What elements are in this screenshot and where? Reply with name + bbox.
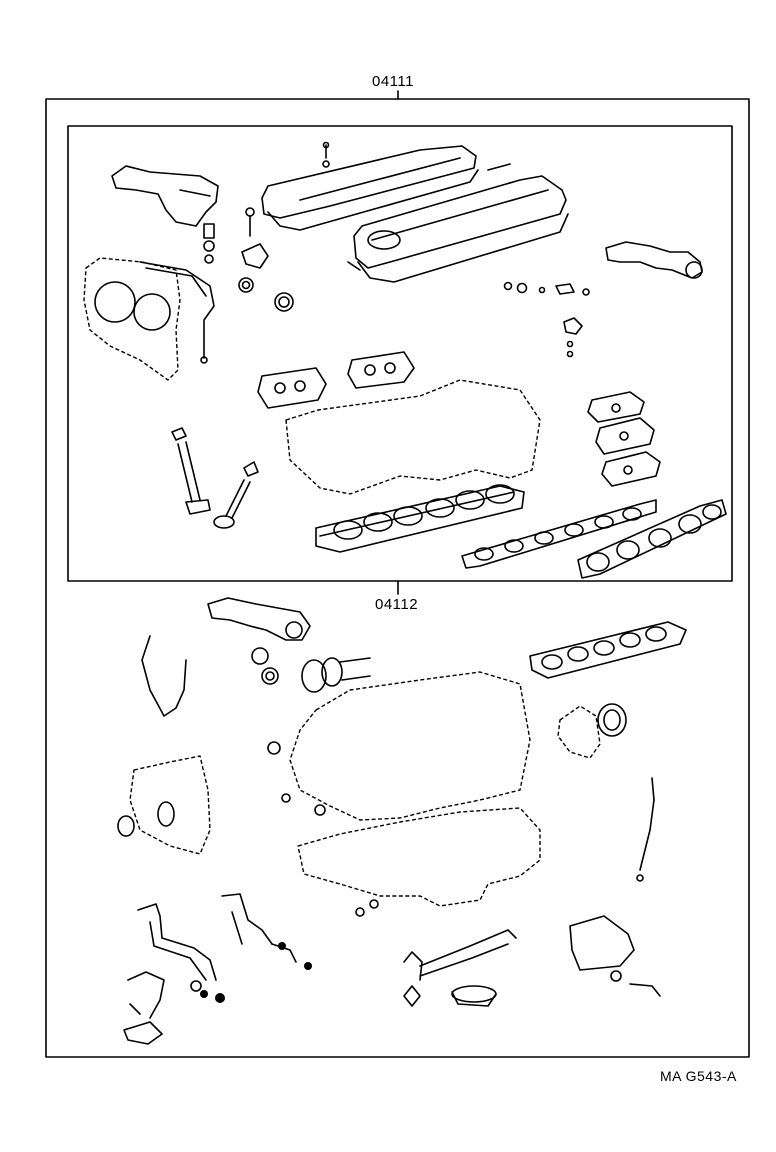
exhaust-gasket-e <box>601 451 661 487</box>
part-number-04111: 04111 <box>372 73 414 90</box>
cylinder-head-gasket <box>315 484 525 553</box>
water-inlet-pipe <box>137 903 225 1003</box>
oring-b <box>281 793 291 803</box>
dipstick-tube <box>636 777 655 882</box>
small-fittings-left <box>203 207 294 312</box>
part-number-04112: 04112 <box>375 596 419 613</box>
rear-oil-seal <box>557 703 627 759</box>
exhaust-manifold-gasket <box>577 499 727 579</box>
inner-frame <box>67 125 733 582</box>
timing-cover-gasket <box>83 257 215 381</box>
valve-cover-gasket-left <box>261 141 479 231</box>
exhaust-gasket-c <box>587 391 645 423</box>
intake-manifold-gasket <box>461 499 657 569</box>
air-duct <box>111 165 219 227</box>
exhaust-gasket-b <box>347 351 415 389</box>
head-cover-gasket <box>285 379 541 495</box>
exhaust-gasket-a <box>257 367 327 409</box>
oring-a <box>267 741 281 755</box>
water-outlet-gasket <box>207 597 311 641</box>
water-pump-housing <box>123 971 165 1045</box>
curved-gasket-left <box>141 635 187 717</box>
oil-strainer <box>403 929 517 1007</box>
oil-pan-gasket <box>297 807 541 907</box>
valve-intake <box>171 427 211 515</box>
thermostat-parts <box>251 647 371 693</box>
block-gasket <box>289 671 531 821</box>
exhaust-gasket-d <box>595 417 655 455</box>
oil-pump-gasket <box>117 755 211 855</box>
o-rings-right <box>503 281 590 358</box>
valve-cover-gasket-right <box>347 163 569 283</box>
outer-frame <box>45 98 750 1058</box>
water-outlet-housing <box>569 915 661 997</box>
intake-connector-gasket <box>605 241 703 279</box>
valve-exhaust <box>213 461 259 529</box>
intake-gasket-lower <box>529 621 687 679</box>
figure-code: MA G543-A <box>660 1068 737 1084</box>
bypass-pipe <box>221 893 312 970</box>
oring-c <box>314 804 326 816</box>
